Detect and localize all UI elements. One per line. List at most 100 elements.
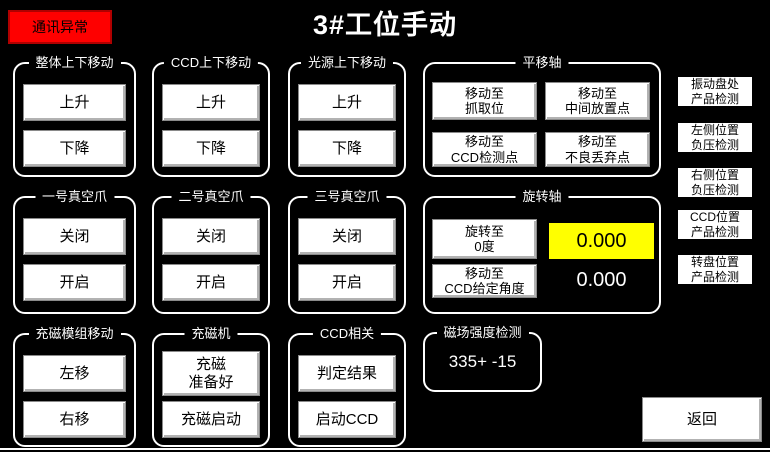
group-magnetizer-label: 充磁机 bbox=[184, 326, 238, 342]
ccd-position-detect-line1: CCD位置 bbox=[690, 210, 740, 225]
group-light-updown: 光源上下移动 上升 下降 bbox=[288, 55, 406, 177]
claw1-close-label: 关闭 bbox=[59, 227, 90, 245]
move-to-ccd-angle-line1: 移动至 bbox=[464, 265, 504, 281]
move-to-reject-line1: 移动至 bbox=[577, 134, 617, 150]
vibration-plate-detect-button[interactable]: 振动盘处 产品检测 bbox=[678, 77, 752, 106]
magnetize-ready-line1: 充磁 bbox=[195, 355, 226, 373]
claw3-open-label: 开启 bbox=[331, 273, 362, 291]
rotation-angle-actual: 0.000 bbox=[576, 268, 627, 291]
right-vacuum-detect-line1: 右侧位置 bbox=[690, 168, 739, 183]
move-to-ccd-detect-line2: CCD检测点 bbox=[450, 149, 519, 165]
turntable-position-detect-line2: 产品检测 bbox=[690, 269, 739, 284]
left-vacuum-detect-line2: 负压检测 bbox=[690, 137, 739, 152]
ccd-up-button[interactable]: 上升 bbox=[162, 84, 260, 121]
group-magnet-module-move: 充磁模组移动 左移 右移 bbox=[13, 326, 136, 447]
move-to-ccd-detect-button[interactable]: 移动至 CCD检测点 bbox=[432, 132, 537, 167]
magnetize-start-label: 充磁启动 bbox=[180, 410, 241, 428]
magnetize-start-button[interactable]: 充磁启动 bbox=[162, 401, 260, 438]
overall-up-label: 上升 bbox=[59, 93, 90, 111]
move-to-grab-line2: 抓取位 bbox=[464, 101, 504, 116]
rotation-angle-setpoint[interactable]: 0.000 bbox=[549, 223, 654, 259]
ccd-position-detect-button[interactable]: CCD位置 产品检测 bbox=[678, 210, 752, 239]
claw1-open-label: 开启 bbox=[59, 273, 90, 291]
move-to-reject-button[interactable]: 移动至 不良丢弃点 bbox=[545, 132, 650, 167]
claw1-open-button[interactable]: 开启 bbox=[23, 264, 126, 301]
group-vacuum-claw-3: 三号真空爪 关闭 开启 bbox=[288, 189, 406, 314]
turntable-position-detect-button[interactable]: 转盘位置 产品检测 bbox=[678, 255, 752, 284]
judge-result-button[interactable]: 判定结果 bbox=[298, 355, 396, 392]
move-to-ccd-detect-line1: 移动至 bbox=[464, 134, 504, 150]
group-magnet-module-move-label: 充磁模组移动 bbox=[28, 326, 121, 342]
group-magnetizer: 充磁机 充磁 准备好 充磁启动 bbox=[152, 326, 270, 447]
magnet-right-button[interactable]: 右移 bbox=[23, 401, 126, 438]
group-field-strength-label: 磁场强度检测 bbox=[436, 325, 529, 341]
magnet-right-label: 右移 bbox=[59, 410, 90, 428]
claw2-close-label: 关闭 bbox=[195, 227, 226, 245]
start-ccd-button[interactable]: 启动CCD bbox=[298, 401, 396, 438]
group-ccd-related: CCD相关 判定结果 启动CCD bbox=[288, 326, 406, 447]
claw3-open-button[interactable]: 开启 bbox=[298, 264, 396, 301]
comm-status-indicator: 通讯异常 bbox=[8, 10, 112, 44]
group-vacuum-claw-3-label: 三号真空爪 bbox=[307, 189, 387, 205]
group-light-updown-label: 光源上下移动 bbox=[300, 55, 394, 71]
magnet-left-label: 左移 bbox=[59, 364, 90, 382]
turntable-position-detect-line1: 转盘位置 bbox=[690, 255, 739, 270]
claw3-close-label: 关闭 bbox=[331, 227, 362, 245]
ccd-down-button[interactable]: 下降 bbox=[162, 130, 260, 167]
ccd-up-label: 上升 bbox=[195, 93, 226, 111]
move-to-middle-place-line2: 中间放置点 bbox=[564, 101, 630, 116]
claw2-open-label: 开启 bbox=[195, 273, 226, 291]
group-overall-updown-label: 整体上下移动 bbox=[28, 55, 121, 71]
rotate-to-zero-button[interactable]: 旋转至 0度 bbox=[432, 219, 537, 259]
group-vacuum-claw-2-label: 二号真空爪 bbox=[171, 189, 251, 205]
ccd-position-detect-line2: 产品检测 bbox=[690, 224, 739, 239]
left-vacuum-detect-button[interactable]: 左侧位置 负压检测 bbox=[678, 123, 752, 152]
move-to-reject-line2: 不良丢弃点 bbox=[564, 149, 630, 165]
move-to-grab-line1: 移动至 bbox=[464, 85, 504, 101]
back-button[interactable]: 返回 bbox=[642, 397, 762, 442]
group-translate-axis-label: 平移轴 bbox=[515, 55, 569, 71]
vibration-plate-detect-line2: 产品检测 bbox=[690, 91, 739, 106]
field-strength-value: 335+ -15 bbox=[448, 352, 517, 371]
light-up-label: 上升 bbox=[331, 93, 362, 111]
overall-up-button[interactable]: 上升 bbox=[23, 84, 126, 121]
move-to-grab-button[interactable]: 移动至 抓取位 bbox=[432, 82, 537, 120]
group-overall-updown: 整体上下移动 上升 下降 bbox=[13, 55, 136, 177]
start-ccd-label: 启动CCD bbox=[315, 410, 379, 428]
light-down-button[interactable]: 下降 bbox=[298, 130, 396, 167]
group-ccd-updown: CCD上下移动 上升 下降 bbox=[152, 55, 270, 177]
magnet-left-button[interactable]: 左移 bbox=[23, 355, 126, 392]
overall-down-label: 下降 bbox=[59, 139, 90, 157]
light-up-button[interactable]: 上升 bbox=[298, 84, 396, 121]
page-title: 3#工位手动 bbox=[312, 10, 458, 40]
move-to-ccd-angle-button[interactable]: 移动至 CCD给定角度 bbox=[432, 264, 537, 298]
magnetize-ready-line2: 准备好 bbox=[188, 373, 234, 391]
move-to-middle-place-line1: 移动至 bbox=[577, 85, 617, 101]
claw3-close-button[interactable]: 关闭 bbox=[298, 218, 396, 255]
group-vacuum-claw-2: 二号真空爪 关闭 开启 bbox=[152, 189, 270, 314]
magnetize-ready-button[interactable]: 充磁 准备好 bbox=[162, 351, 260, 396]
claw2-open-button[interactable]: 开启 bbox=[162, 264, 260, 301]
group-vacuum-claw-1: 一号真空爪 关闭 开启 bbox=[13, 189, 136, 314]
rotate-to-zero-line2: 0度 bbox=[474, 239, 495, 254]
group-field-strength: 磁场强度检测 335+ -15 bbox=[423, 325, 542, 392]
move-to-middle-place-button[interactable]: 移动至 中间放置点 bbox=[545, 82, 650, 120]
right-vacuum-detect-line2: 负压检测 bbox=[690, 182, 739, 197]
ccd-down-label: 下降 bbox=[195, 139, 226, 157]
group-rotate-axis: 旋转轴 旋转至 0度 0.000 移动至 CCD给定角度 0.000 bbox=[423, 189, 661, 314]
claw1-close-button[interactable]: 关闭 bbox=[23, 218, 126, 255]
comm-status-label: 通讯异常 bbox=[32, 19, 88, 35]
light-down-label: 下降 bbox=[331, 139, 362, 157]
claw2-close-button[interactable]: 关闭 bbox=[162, 218, 260, 255]
right-vacuum-detect-button[interactable]: 右侧位置 负压检测 bbox=[678, 168, 752, 197]
move-to-ccd-angle-line2: CCD给定角度 bbox=[444, 281, 525, 296]
back-label: 返回 bbox=[686, 410, 717, 428]
screen-bottom-edge bbox=[0, 448, 770, 450]
left-vacuum-detect-line1: 左侧位置 bbox=[690, 123, 739, 138]
rotate-to-zero-line1: 旋转至 bbox=[464, 223, 504, 239]
vibration-plate-detect-line1: 振动盘处 bbox=[690, 77, 739, 92]
group-translate-axis: 平移轴 移动至 抓取位 移动至 中间放置点 移动至 CCD检测点 移动至 不良丢… bbox=[423, 55, 661, 177]
overall-down-button[interactable]: 下降 bbox=[23, 130, 126, 167]
group-vacuum-claw-1-label: 一号真空爪 bbox=[34, 189, 115, 205]
